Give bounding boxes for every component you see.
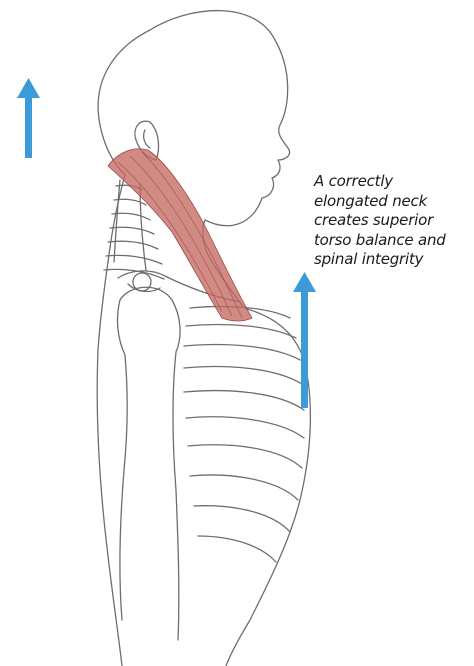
chest-outline bbox=[226, 308, 310, 666]
caption-line: torso balance and bbox=[314, 231, 472, 251]
neck-back bbox=[98, 175, 125, 350]
caption: A correctly elongated neck creates super… bbox=[314, 172, 472, 270]
caption-line: spinal integrity bbox=[314, 250, 472, 270]
neck-muscle bbox=[108, 149, 252, 321]
up-arrow-icon bbox=[293, 272, 316, 408]
caption-line: creates superior bbox=[314, 211, 472, 231]
caption-line: A correctly bbox=[314, 172, 472, 192]
humerus bbox=[118, 300, 128, 620]
caption-line: elongated neck bbox=[314, 192, 472, 212]
rib-cage bbox=[184, 306, 304, 562]
up-arrow-icon bbox=[17, 78, 40, 158]
back-outline bbox=[97, 350, 122, 666]
